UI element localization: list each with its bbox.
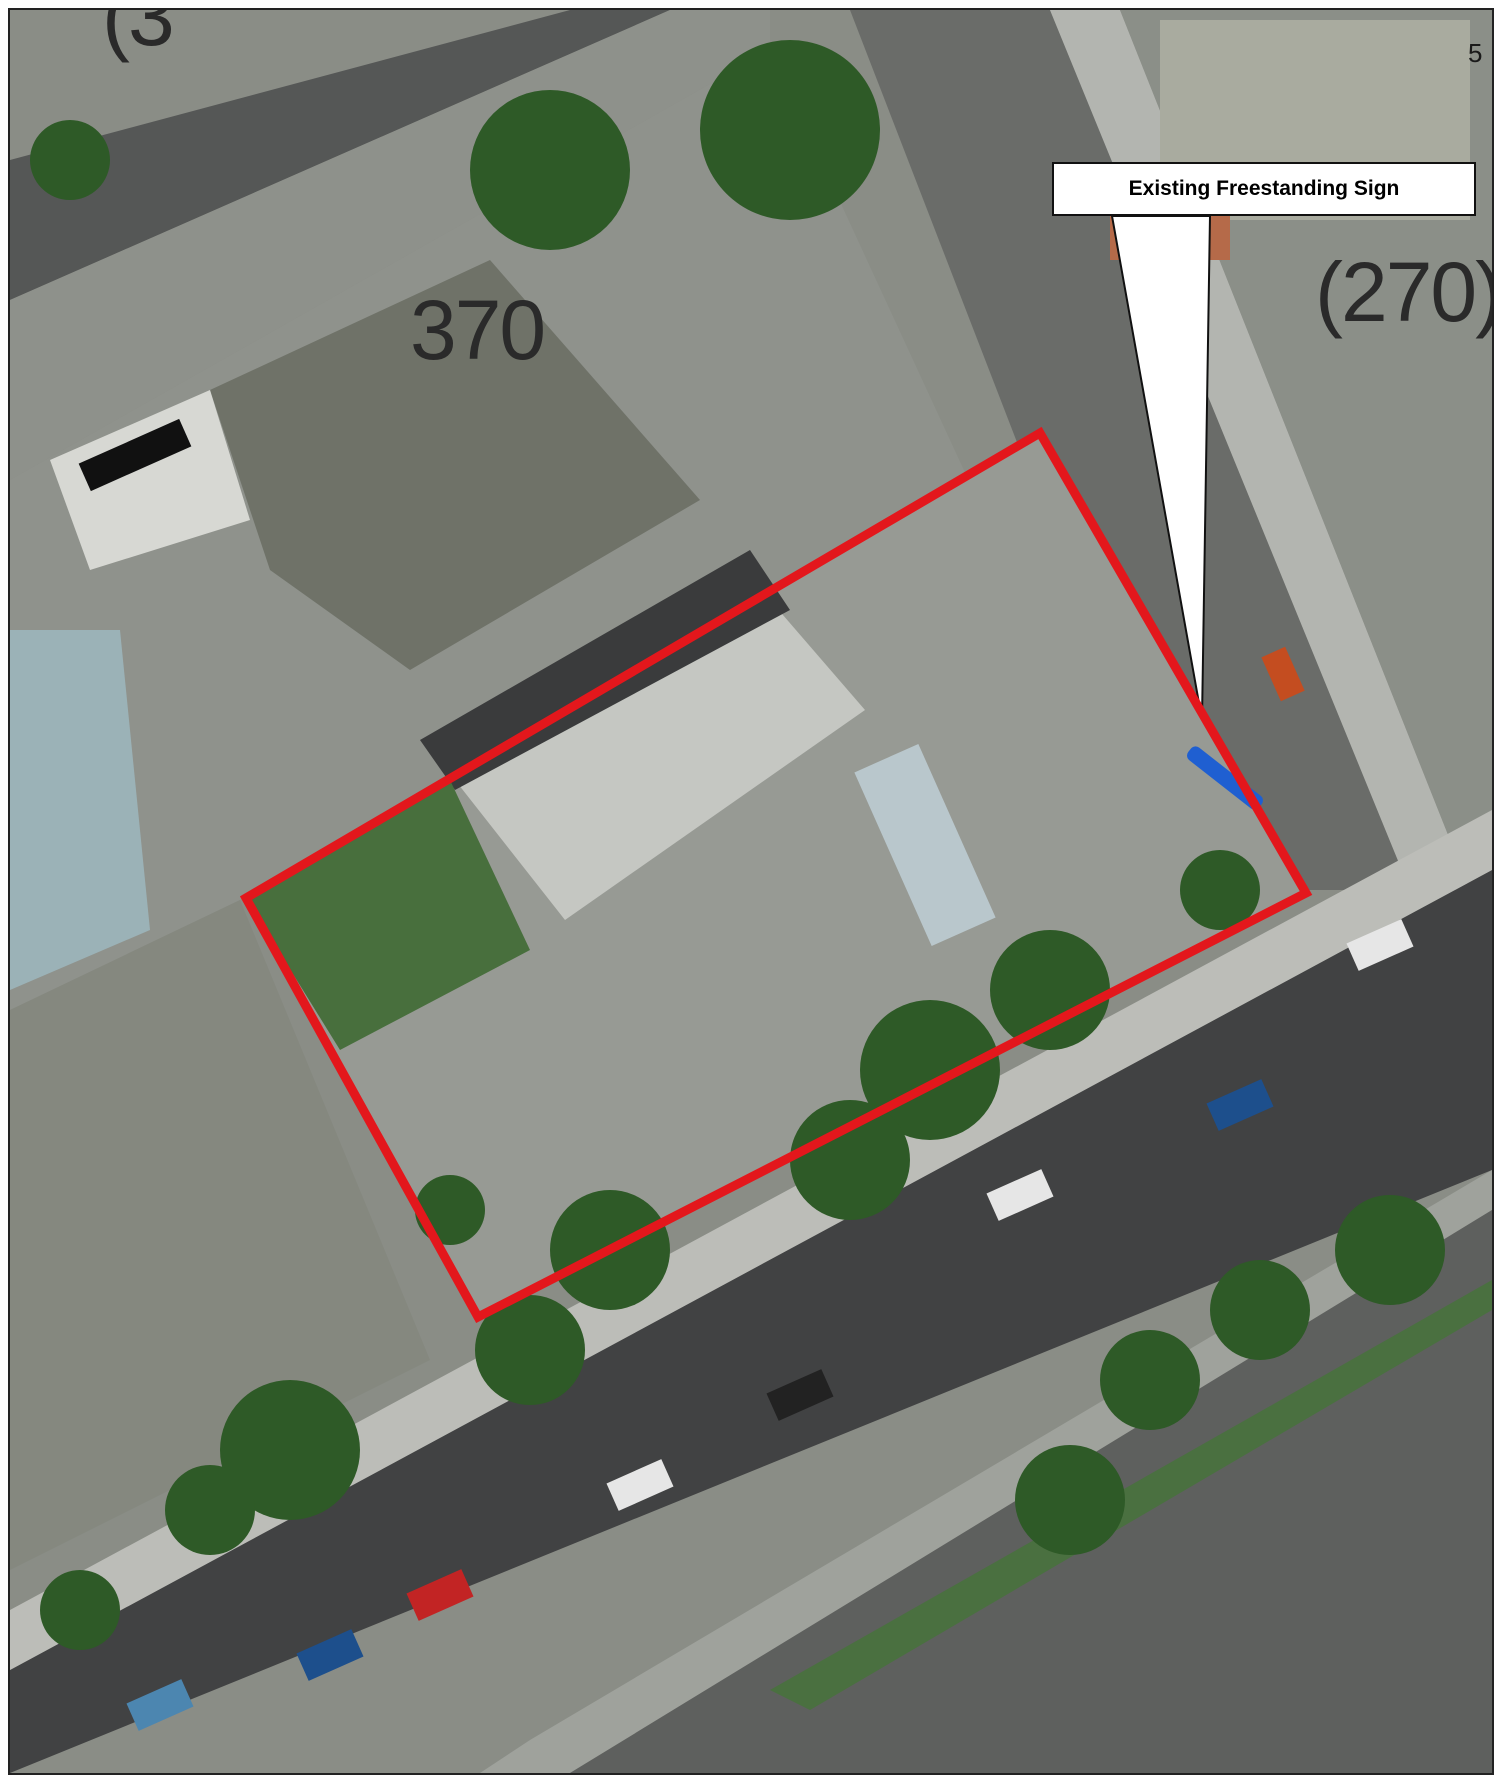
address-370-label: 370 xyxy=(410,283,546,377)
boulevard-north-sidewalk xyxy=(10,810,1492,1670)
west-building xyxy=(10,630,150,990)
site-building-roof xyxy=(455,600,865,920)
tree xyxy=(165,1465,255,1555)
tree xyxy=(1015,1445,1125,1555)
car xyxy=(1206,1079,1274,1131)
address-270-label: (270) xyxy=(1315,245,1494,339)
existing-sign-callout: Existing Freestanding Sign xyxy=(1052,162,1476,216)
car xyxy=(296,1629,364,1681)
tree xyxy=(1210,1260,1310,1360)
aerial-map: (3 370 (270) 5 Existing Freestanding Sig… xyxy=(8,8,1494,1775)
page-number: 5 xyxy=(1468,38,1483,68)
site-lawn xyxy=(246,780,530,1050)
car xyxy=(406,1569,474,1621)
truck xyxy=(854,743,996,947)
site-boundary xyxy=(239,426,1313,1323)
site-building-dark xyxy=(420,550,790,790)
tree xyxy=(1100,1330,1200,1430)
tree xyxy=(1335,1195,1445,1305)
aerial-photo xyxy=(10,10,1492,1773)
south-planting-strip xyxy=(770,1280,1492,1710)
car xyxy=(986,1169,1054,1221)
car xyxy=(1261,646,1305,702)
tree xyxy=(470,90,630,250)
building-370-roof xyxy=(210,260,700,670)
site-parking xyxy=(246,433,1306,1317)
callout-pointer xyxy=(1110,215,1212,721)
tree xyxy=(40,1570,120,1650)
tree xyxy=(990,930,1110,1050)
car xyxy=(1346,919,1414,971)
tree xyxy=(790,1100,910,1220)
main-boulevard xyxy=(10,870,1492,1773)
tree xyxy=(415,1175,485,1245)
car xyxy=(606,1459,674,1511)
tree xyxy=(475,1295,585,1405)
car xyxy=(126,1679,194,1731)
building-370-annex xyxy=(50,390,250,570)
tree xyxy=(30,120,110,200)
address-corner-label: (3 xyxy=(102,8,175,63)
tree xyxy=(220,1380,360,1520)
tree xyxy=(1180,850,1260,930)
vehicles xyxy=(126,646,1414,1731)
car xyxy=(766,1369,834,1421)
building-370-unit xyxy=(78,418,192,492)
tree xyxy=(700,40,880,220)
